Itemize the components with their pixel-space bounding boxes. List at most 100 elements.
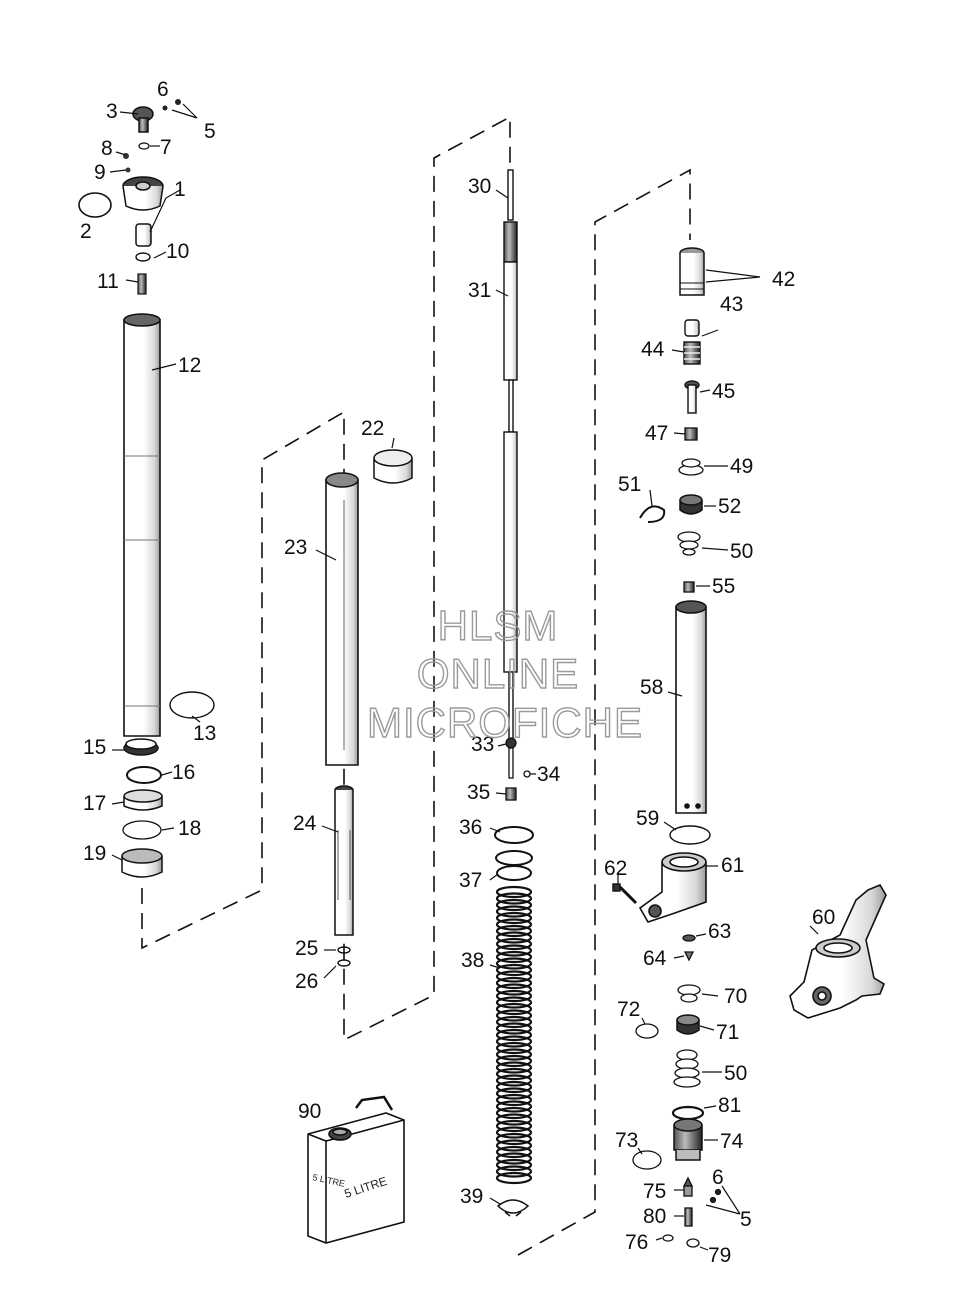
watermark: HLSM ONLINE MICROFICHE [366, 601, 642, 746]
label-76: 76 [625, 1231, 648, 1254]
spring-coil [495, 1145, 533, 1159]
part-18-washer [122, 820, 162, 840]
label-13: 13 [193, 722, 216, 745]
spring-coil [495, 1041, 533, 1055]
label-52: 52 [718, 495, 741, 518]
spring-coil [495, 1106, 533, 1120]
label-15: 15 [83, 736, 106, 759]
label-58: 58 [640, 676, 663, 699]
part-13-o-ring [169, 691, 215, 719]
label-35: 35 [467, 781, 490, 804]
part-17-seal [123, 789, 163, 811]
label-72: 72 [617, 998, 640, 1021]
spring-coil [495, 1048, 533, 1061]
spring-coil [495, 1119, 533, 1133]
part-73-o-ring [632, 1150, 662, 1170]
label-30: 30 [468, 175, 491, 198]
spring-coil [495, 983, 533, 996]
spring-coil [495, 970, 533, 983]
part-1-top-cap [122, 176, 181, 247]
label-62: 62 [604, 857, 627, 880]
part-72-o-ring [635, 1023, 659, 1039]
label-55: 55 [712, 575, 735, 598]
label-5-top: 5 [204, 120, 216, 143]
label-70: 70 [724, 985, 747, 1008]
label-51: 51 [618, 473, 641, 496]
spring-coil [495, 1100, 533, 1113]
part-33-34-35-piston-parts [505, 737, 531, 801]
part-60-fork-leg-bottom [789, 883, 887, 1019]
spring-coil [495, 924, 533, 938]
part-90-oil-can [307, 1095, 405, 1244]
label-81: 81 [718, 1094, 741, 1117]
spring-coil [495, 937, 533, 951]
label-75: 75 [643, 1180, 666, 1203]
label-8: 8 [101, 137, 113, 160]
label-61: 61 [721, 854, 744, 877]
spring-coil [495, 1152, 533, 1165]
label-5-bottom: 5 [740, 1208, 752, 1231]
label-1: 1 [174, 178, 186, 201]
part-5-6-bottom-pins [705, 1185, 741, 1215]
label-59: 59 [636, 807, 659, 830]
label-17: 17 [83, 792, 106, 815]
spring-coil [495, 898, 533, 912]
label-71: 71 [716, 1021, 739, 1044]
spring-coil [495, 1002, 533, 1016]
spring-coil [495, 1087, 533, 1100]
part-15-dust-seal [123, 738, 159, 756]
label-11: 11 [97, 270, 119, 293]
label-47: 47 [645, 422, 668, 445]
label-2: 2 [80, 220, 92, 243]
spring-coil [495, 1035, 533, 1048]
part-50-shim-stack-bottom [673, 1049, 701, 1088]
spring-coil [495, 918, 533, 931]
part-71-piston [676, 1014, 700, 1035]
label-3: 3 [106, 100, 118, 123]
spring-coil [495, 989, 533, 1003]
part-number-labels: 1 2 3 5 6 7 8 9 10 11 12 13 15 16 17 18 … [80, 78, 835, 1267]
label-24: 24 [293, 812, 317, 835]
part-23-damper-tube [325, 472, 359, 766]
part-10-o-ring [135, 252, 151, 262]
label-50-top: 50 [730, 540, 753, 563]
spring-coil [495, 1080, 533, 1094]
spring-coil [495, 1126, 533, 1139]
label-6-bottom: 6 [712, 1166, 724, 1189]
part-7-o-ring [138, 142, 150, 150]
part-81-o-ring [671, 1105, 705, 1121]
label-74: 74 [720, 1130, 744, 1153]
spring-coil [495, 1132, 533, 1146]
label-37: 37 [459, 869, 482, 892]
spring-coil [495, 963, 533, 977]
spring-coil [495, 1139, 533, 1152]
part-30-31-damper-rod [503, 169, 518, 743]
spring-coil [495, 950, 533, 964]
part-25-26-rings [337, 946, 351, 967]
label-38: 38 [461, 949, 484, 972]
label-18: 18 [178, 817, 201, 840]
label-60: 60 [812, 906, 835, 929]
watermark-line-1: HLSM [438, 602, 559, 649]
spring-coil [495, 1015, 533, 1029]
spring-coil [495, 911, 533, 925]
part-49-shim-stack [678, 458, 704, 476]
part-76-79-rings [662, 1234, 700, 1248]
label-63: 63 [708, 920, 731, 943]
part-5-6-small-pins [162, 99, 198, 119]
label-39: 39 [460, 1185, 483, 1208]
part-3-adjuster-knob [132, 106, 154, 133]
spring-coil [495, 885, 533, 899]
label-6-top: 6 [157, 78, 169, 101]
spring-coil [495, 905, 533, 918]
part-55-nut [683, 581, 695, 593]
part-62-bolt [612, 883, 638, 905]
part-58-cartridge-tube [675, 600, 707, 814]
spring-coil [495, 1061, 533, 1074]
label-50-bottom: 50 [724, 1062, 747, 1085]
label-10: 10 [166, 240, 189, 263]
label-73: 73 [615, 1129, 638, 1152]
label-16: 16 [172, 761, 195, 784]
spring-coil [495, 1113, 533, 1126]
